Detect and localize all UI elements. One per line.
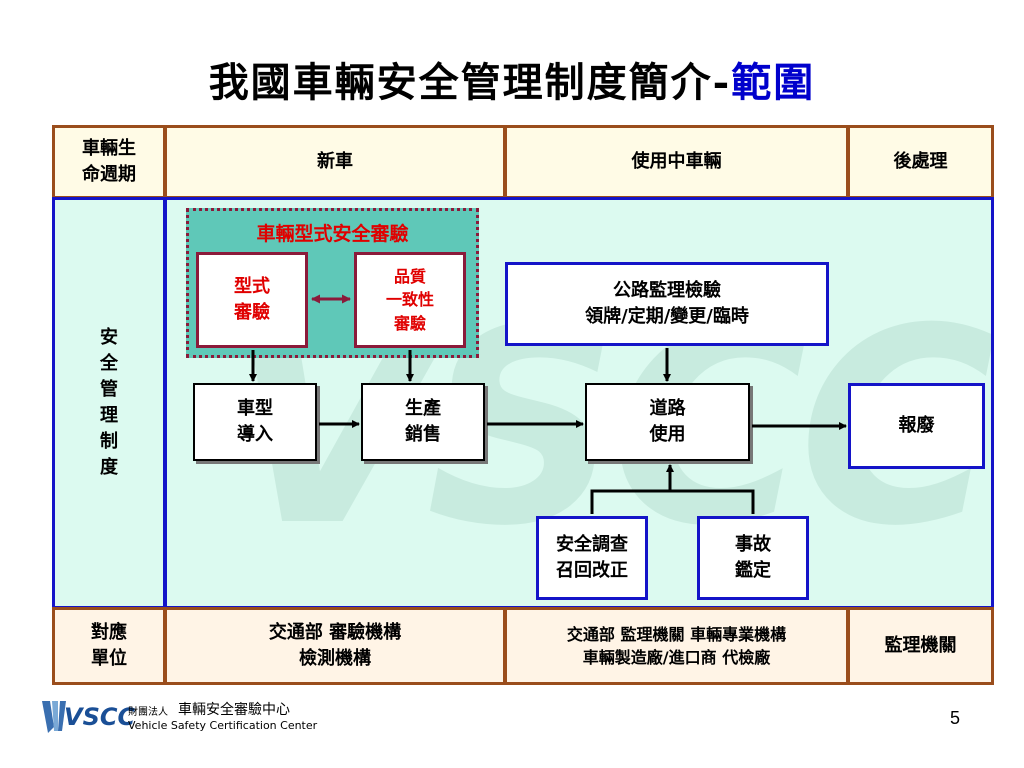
vscc-mark-text: VSCC [64,703,136,731]
logo-prefix: 財團法人 [128,707,168,718]
connector-recall-accident [590,489,755,514]
post-header: 後處理 [847,125,994,199]
type-approval-group-title: 車輛型式安全審驗 [256,223,409,245]
logo-name: 車輛安全審驗中心 [178,702,290,718]
vscc-logo: VSCC 財團法人 車輛安全審驗中心 Vehicle Safety Certif… [40,697,340,737]
in-use-header: 使用中車輛 [504,125,849,199]
recall-box: 安全調查 召回改正 [536,516,648,600]
inspection-box: 公路監理檢驗 領牌/定期/變更/臨時 [505,262,829,346]
accident-box: 事故 鑑定 [697,516,809,600]
page-number: 5 [950,708,961,728]
new-car-units: 交通部 審驗機構 檢測機構 [164,607,506,685]
vehicle-intro-box: 車型 導入 [193,383,317,461]
title-highlight: 範圍 [731,59,816,106]
cop-box: 品質 一致性 審驗 [354,252,466,348]
title-main: 我國車輛安全管理制度簡介- [208,59,732,106]
post-units: 監理機關 [847,607,994,685]
responsible-unit-label: 對應 單位 [52,607,166,685]
logo-english: Vehicle Safety Certification Center [128,719,318,732]
vscc-mark-icon [42,701,66,733]
scrap-box: 報廢 [848,383,985,469]
lifecycle-header: 車輛生 命週期 [52,125,166,199]
production-box: 生產 銷售 [361,383,485,461]
type-approval-box: 型式 審驗 [196,252,308,348]
in-use-units: 交通部 監理機關 車輛專業機構 車輛製造廠/進口商 代檢廠 [504,607,849,685]
road-use-box: 道路 使用 [585,383,750,461]
page-title: 我國車輛安全管理制度簡介-範圍 [0,50,1024,108]
safety-management-label: 安 全 管 理 制 度 [52,197,166,609]
